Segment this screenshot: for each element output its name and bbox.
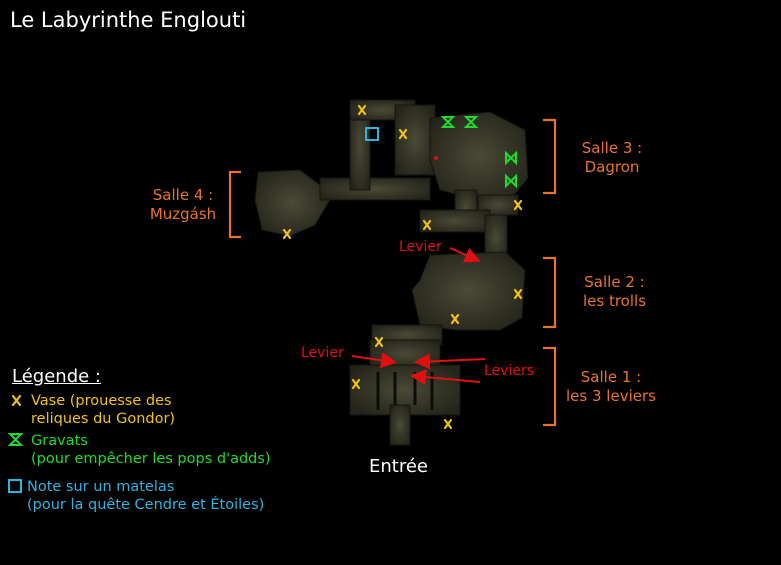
corridor-west bbox=[319, 177, 431, 201]
vase-marker bbox=[282, 228, 292, 240]
map-title: Le Labyrinthe Englouti bbox=[10, 8, 247, 32]
legend-gravats: Gravats (pour empêcher les pops d'adds) bbox=[31, 432, 271, 468]
room-label-salle-2: Salle 2 : les trolls bbox=[572, 273, 657, 311]
bracket-salle-4 bbox=[228, 170, 241, 239]
vase-marker bbox=[351, 378, 361, 390]
x-mark-icon bbox=[11, 394, 22, 407]
room-label-salle-4: Salle 4 : Muzgásh bbox=[140, 186, 226, 224]
vase-marker bbox=[443, 418, 453, 430]
vase-markers bbox=[282, 104, 523, 430]
bracket-salle-3 bbox=[543, 118, 557, 195]
room-label-salle-3: Salle 3 : Dagron bbox=[572, 139, 652, 177]
vase-marker bbox=[398, 128, 408, 140]
levier-label: Levier bbox=[301, 345, 344, 361]
vase-marker bbox=[513, 199, 523, 211]
red-arrow-icon bbox=[410, 369, 481, 386]
leviers-label: Leviers bbox=[484, 363, 535, 379]
vase-marker bbox=[513, 288, 523, 300]
room-label-line: les 3 leviers bbox=[566, 387, 656, 405]
legend-line: Note sur un matelas bbox=[27, 479, 175, 495]
hourglass-icon bbox=[463, 116, 479, 128]
room-label-line: Dagron bbox=[584, 158, 640, 176]
bracket-salle-2 bbox=[543, 256, 557, 329]
legend-title: Légende : bbox=[12, 366, 101, 387]
legend-line: (pour la quête Cendre et Étoiles) bbox=[27, 497, 265, 513]
room-label-line: Muzgásh bbox=[149, 205, 217, 223]
vase-marker bbox=[422, 219, 432, 231]
room-salle-2 bbox=[411, 251, 526, 331]
room-label-line: Salle 3 : bbox=[581, 139, 643, 157]
levier-label: Levier bbox=[399, 239, 442, 255]
room-label-line: Salle 2 : bbox=[584, 273, 645, 291]
map-floor bbox=[254, 99, 529, 446]
levier-arrows bbox=[351, 247, 486, 386]
room-label-line: les trolls bbox=[582, 292, 647, 310]
legend-line: reliques du Gondor) bbox=[31, 411, 176, 427]
hourglass-icon bbox=[440, 116, 456, 128]
vase-marker bbox=[357, 104, 367, 116]
room-label-line: Salle 4 : bbox=[152, 186, 214, 204]
vase-marker bbox=[450, 313, 460, 325]
room-salle-4 bbox=[254, 169, 331, 237]
hourglass-icon bbox=[505, 173, 517, 189]
corridor-north-east bbox=[394, 104, 436, 176]
room-label-line: Salle 1 : bbox=[580, 368, 642, 386]
legend-note: Note sur un matelas (pour la quête Cendr… bbox=[27, 478, 264, 514]
red-arrow-icon bbox=[414, 353, 486, 370]
hourglass-icon bbox=[7, 433, 24, 446]
corridor-entree bbox=[389, 404, 411, 446]
legend-icons bbox=[7, 394, 24, 493]
room-label-salle-1: Salle 1 : les 3 leviers bbox=[556, 368, 666, 406]
legend-line: Gravats bbox=[31, 433, 88, 449]
legend-line: Vase (prouesse des bbox=[31, 393, 172, 409]
room-brackets bbox=[228, 118, 557, 427]
entrance-label: Entrée bbox=[369, 456, 428, 477]
red-arrow-icon bbox=[449, 247, 481, 263]
legend-vase: Vase (prouesse des reliques du Gondor) bbox=[31, 392, 175, 428]
red-arrow-icon bbox=[351, 352, 397, 369]
red-marker bbox=[434, 156, 438, 160]
legend-line: (pour empêcher les pops d'adds) bbox=[31, 451, 271, 467]
bracket-salle-1 bbox=[543, 346, 557, 427]
square-outline-icon bbox=[8, 479, 22, 493]
vase-marker bbox=[374, 336, 384, 348]
gravats-markers bbox=[440, 116, 517, 189]
note-marker bbox=[365, 127, 379, 141]
hourglass-icon bbox=[505, 150, 517, 166]
